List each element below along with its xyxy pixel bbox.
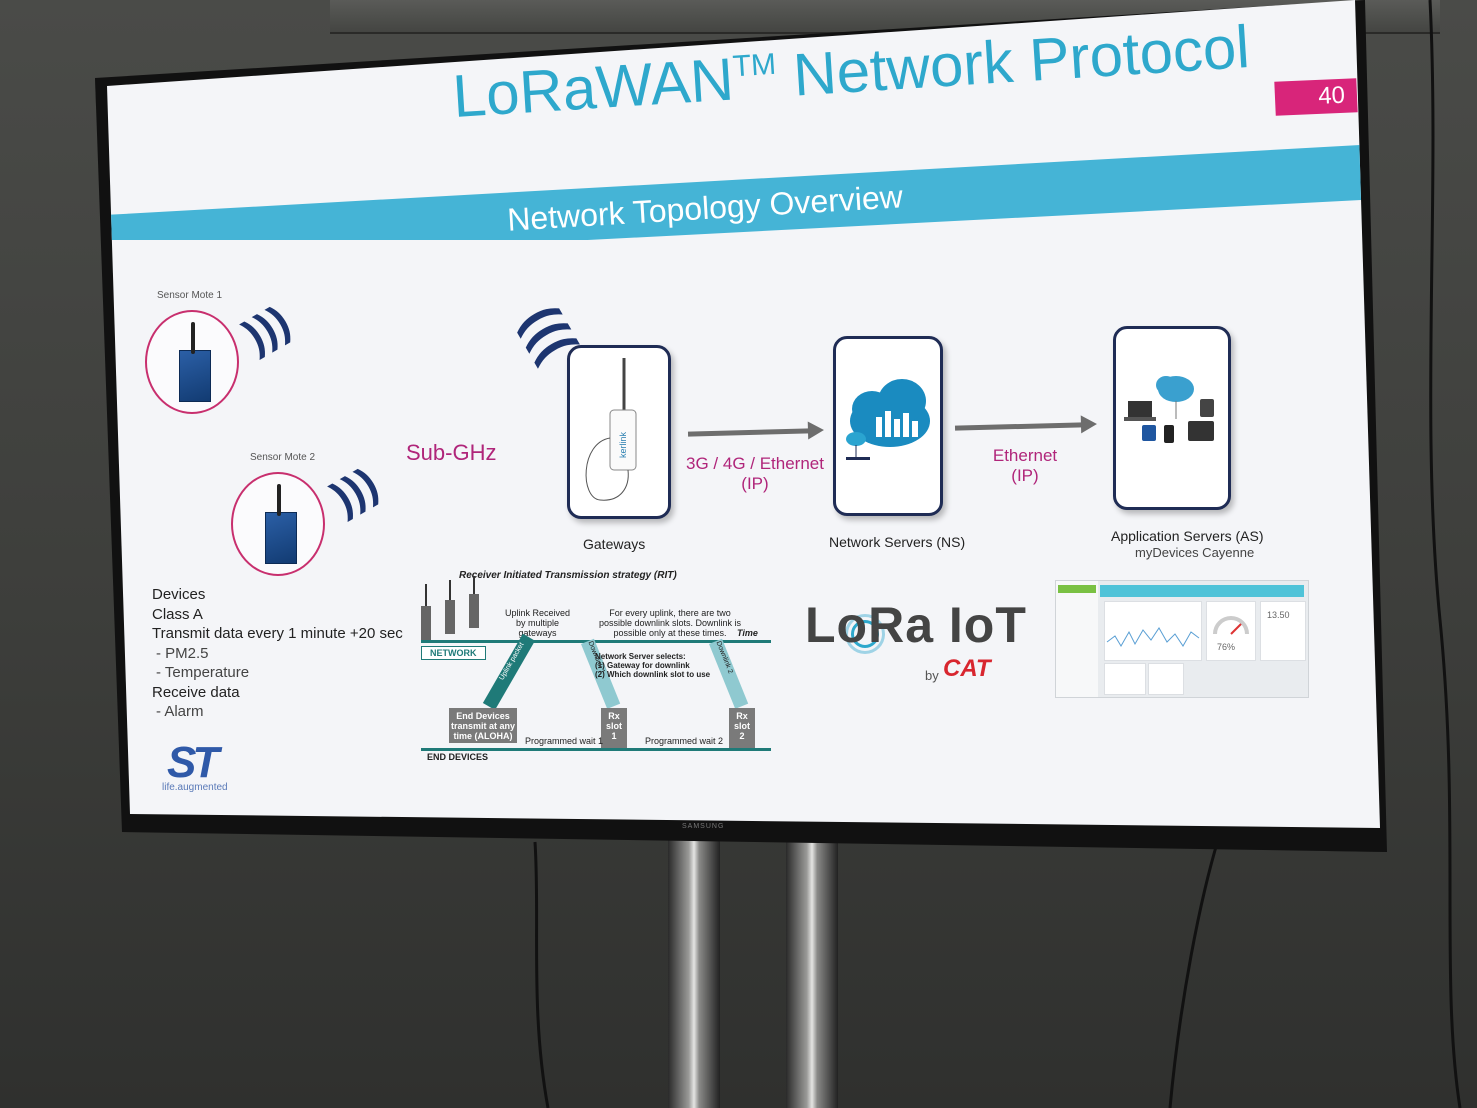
antenna-icon [277, 484, 281, 516]
cat-logo: CAT [943, 655, 991, 682]
dashboard-widget [1104, 663, 1146, 695]
network-label: NETWORK [421, 646, 486, 660]
gateways-label: Gateways [583, 536, 646, 552]
end-devices-timeline [421, 748, 771, 751]
network-timeline [421, 640, 771, 643]
gateway-device-icon: kerlink [585, 358, 637, 501]
devices-heading: Devices [152, 586, 206, 603]
dashboard-header [1100, 585, 1304, 597]
end-devices-label: END DEVICES [427, 752, 489, 762]
network-server-box [833, 336, 943, 516]
sensor-board-icon [265, 512, 297, 564]
network-servers-label: Network Servers (NS) [829, 534, 966, 550]
page-number-badge: 40 [1274, 78, 1358, 116]
dashboard-gauge: 76% [1206, 601, 1256, 661]
programmed-wait-2: Programmed wait 2 [645, 736, 724, 746]
ns-selects-note: Network Server selects:(1) Gateway for d… [595, 652, 711, 679]
application-servers-label: Application Servers (AS) [1111, 528, 1264, 544]
tv-stand-pole-left [668, 840, 720, 1108]
devices-info: Devices Class A Transmit data every 1 mi… [152, 585, 403, 722]
rit-diagram: Receiver Initiated Transmission strategy… [415, 568, 775, 762]
ns-to-as-arrow [954, 422, 1084, 431]
dashboard-line-chart [1104, 601, 1202, 661]
lora-signal-icon [845, 614, 885, 654]
dashboard-sidebar [1056, 581, 1098, 697]
gw-to-ns-arrow [687, 428, 811, 437]
receive-item: - Alarm [156, 703, 204, 720]
sensor-mote-1-label: Sensor Mote 1 [157, 290, 223, 301]
sensor-mote-2 [231, 472, 325, 576]
tv-brand: SAMSUNG [682, 823, 725, 830]
gateway-box: kerlink [567, 345, 671, 519]
dashboard-widget [1148, 663, 1184, 695]
wireless-signal-icon: ))) [323, 458, 387, 523]
sub-ghz-label: Sub-GHz [406, 440, 497, 465]
gw-to-ns-link-label: 3G / 4G / Ethernet (IP) [686, 454, 824, 493]
tv-stand-pole-right [786, 840, 838, 1108]
cayenne-dashboard-thumbnail: 76% 13.50 [1055, 580, 1309, 698]
devices-receive: Receive data [152, 683, 240, 701]
sensor-mote-2-label: Sensor Mote 2 [250, 452, 316, 463]
rit-title: Receiver Initiated Transmission strategy… [459, 570, 677, 581]
programmed-wait-1: Programmed wait 1 [525, 736, 604, 746]
cloud-server-icon [846, 379, 930, 460]
transmit-item: - Temperature [156, 664, 250, 681]
devices-transmit: Transmit data every 1 minute +20 sec [152, 625, 403, 642]
devices-class: Class A [152, 605, 203, 623]
lora-iot-logo: LoRa IoT [805, 597, 1027, 653]
application-server-box [1113, 326, 1231, 510]
devices-cloud-icon [1124, 376, 1214, 443]
dashboard-value-card: 13.50 [1260, 601, 1306, 661]
st-logo: ST [167, 738, 219, 787]
wireless-signal-icon: ))) [235, 296, 299, 361]
st-tagline: life.augmented [162, 782, 228, 793]
application-servers-sublabel: myDevices Cayenne [1135, 545, 1255, 560]
svg-text:kerlink: kerlink [618, 431, 628, 458]
lora-iot-by: by [925, 668, 939, 683]
sensor-mote-1 [145, 310, 239, 414]
antenna-icon [191, 322, 195, 354]
transmit-item: - PM2.5 [156, 644, 209, 662]
slide-screen: LoRaWANTM Network Protocol 40 Network To… [107, 0, 1380, 828]
ns-to-as-link-label: Ethernet (IP) [992, 446, 1058, 485]
gateway-antennas-icon [421, 576, 479, 640]
sensor-board-icon [179, 350, 211, 402]
time-label: Time [737, 628, 758, 638]
